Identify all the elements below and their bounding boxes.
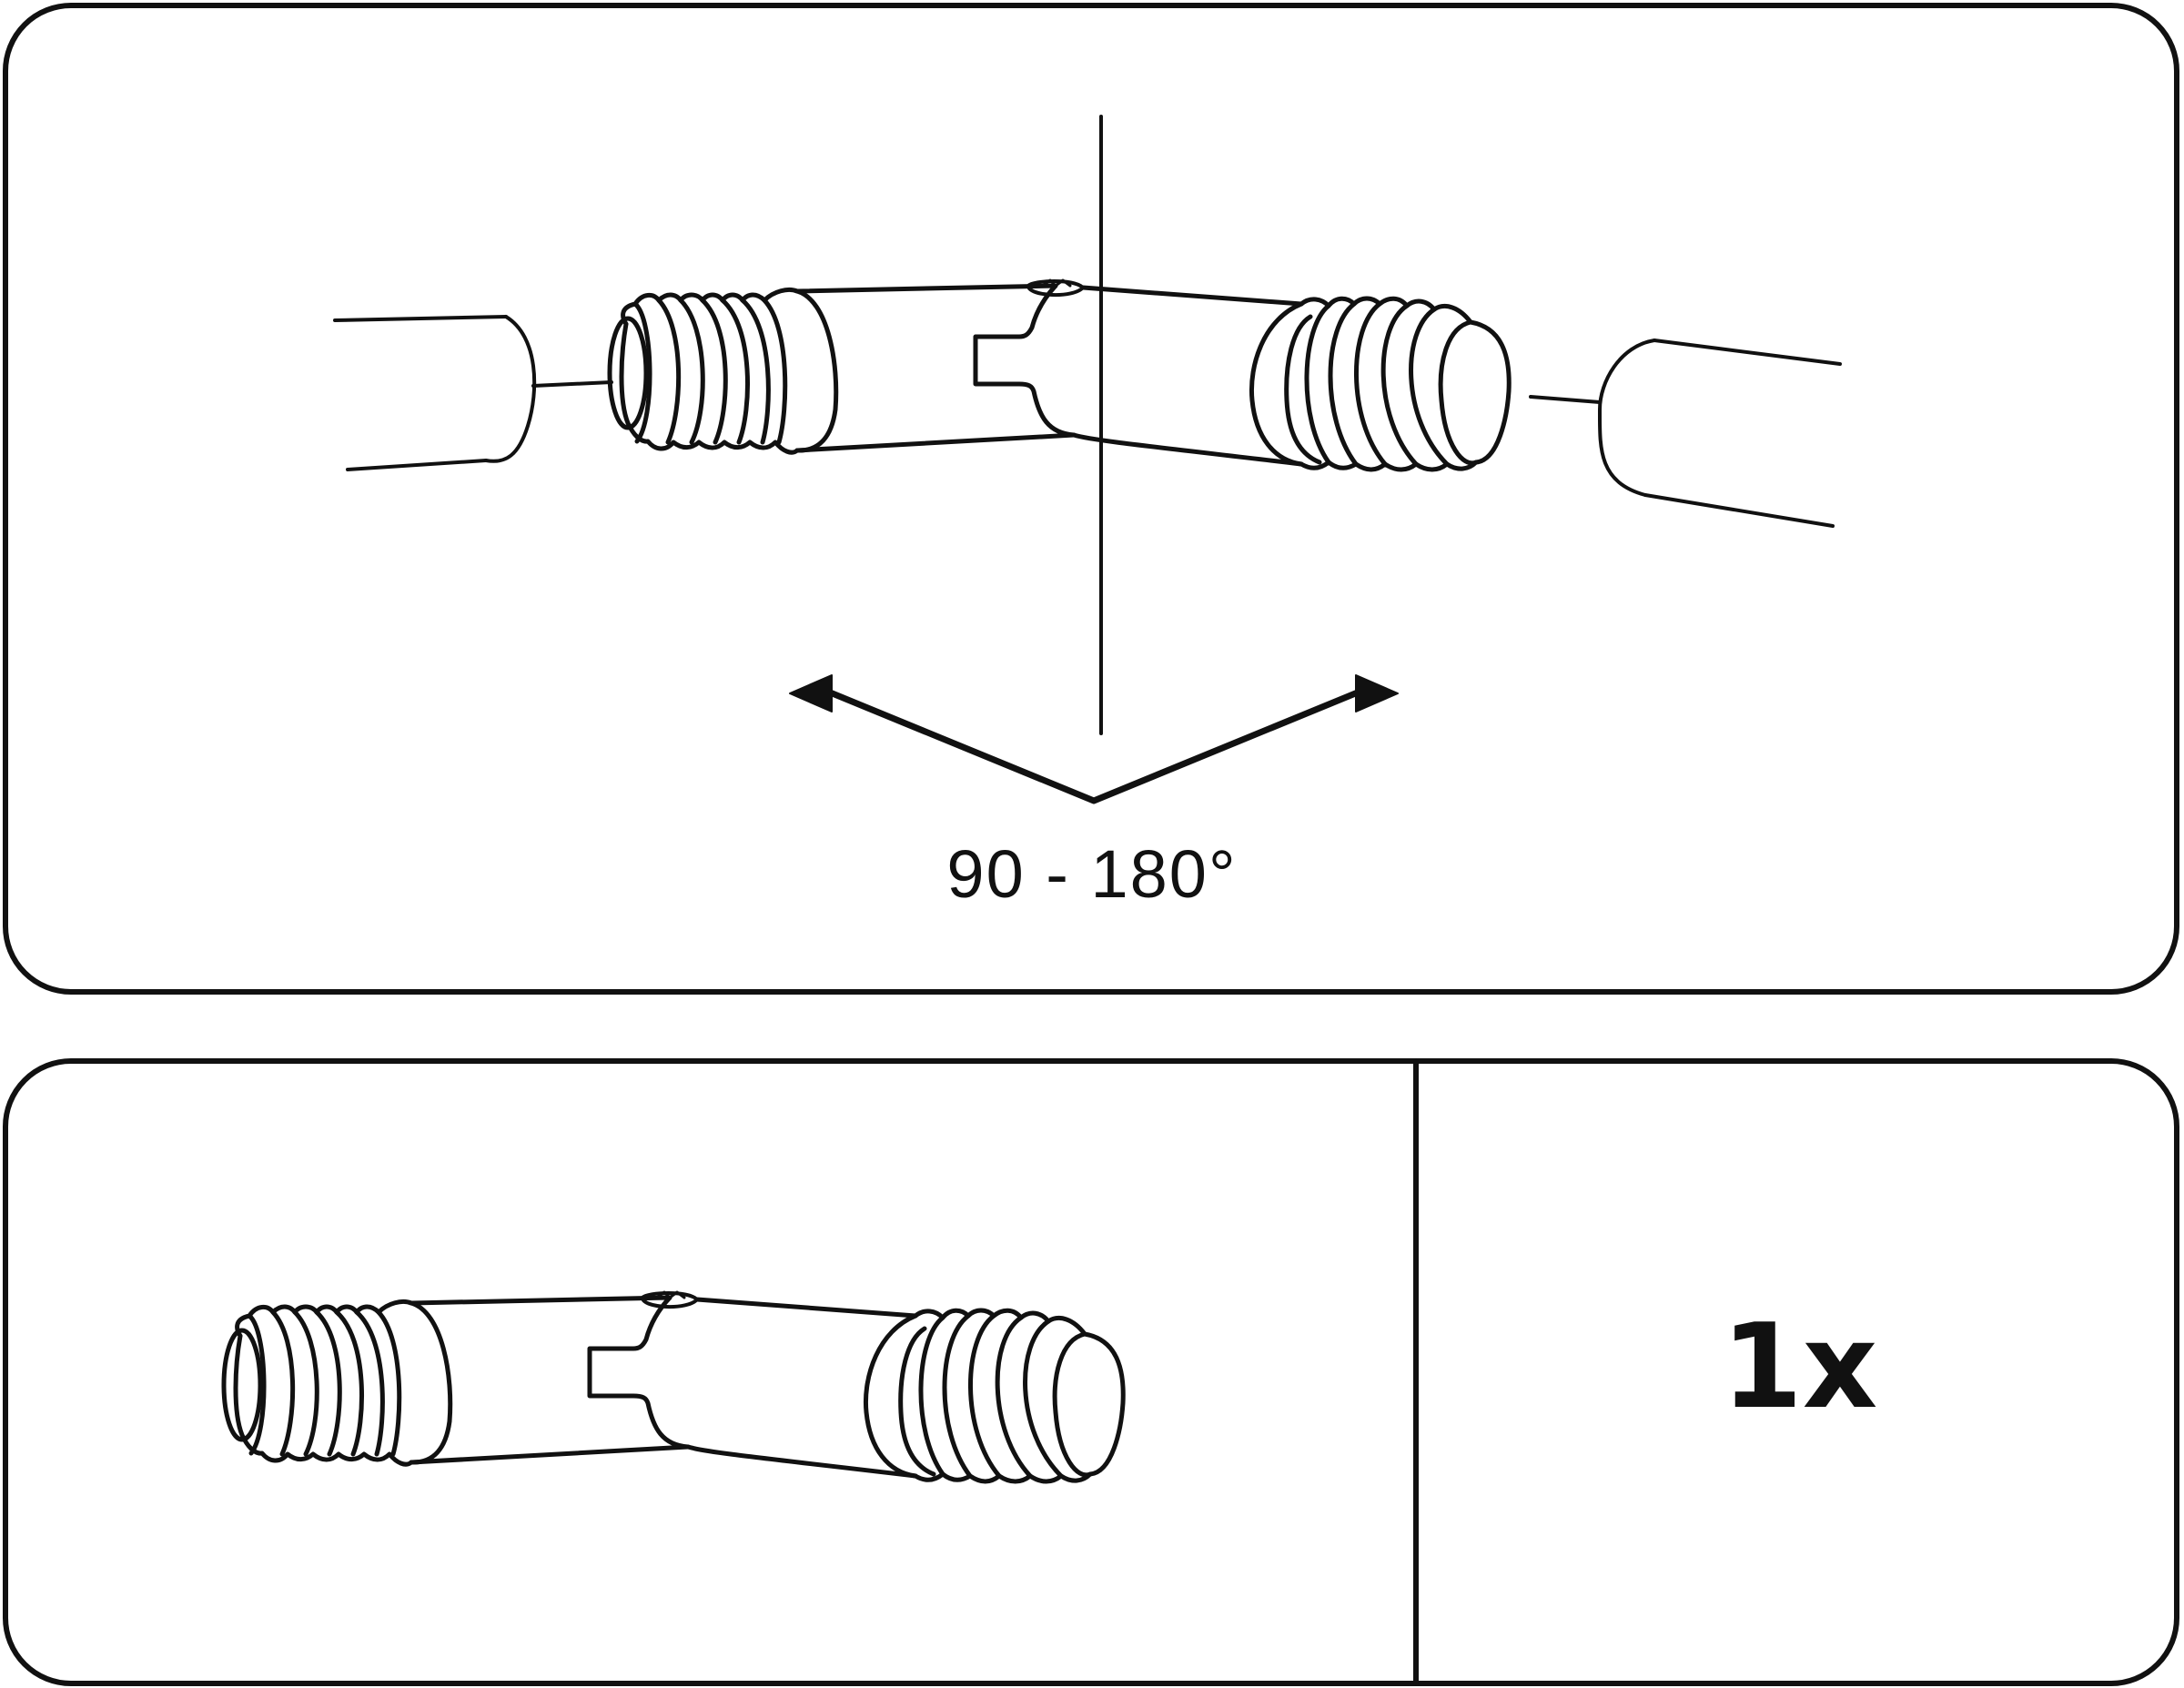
parts-panel	[3, 1058, 2179, 1686]
rod-connector-part-icon	[224, 1292, 1123, 1481]
quantity-label: 1x	[1721, 1299, 1878, 1435]
left-rod	[333, 315, 613, 471]
angle-arrow-icon	[789, 674, 1399, 804]
angle-range-label: 90 - 180°	[946, 836, 1238, 912]
assembly-panel	[3, 3, 2179, 995]
rod-connector-assembled-icon	[610, 280, 1509, 470]
right-rod	[1529, 339, 1842, 528]
